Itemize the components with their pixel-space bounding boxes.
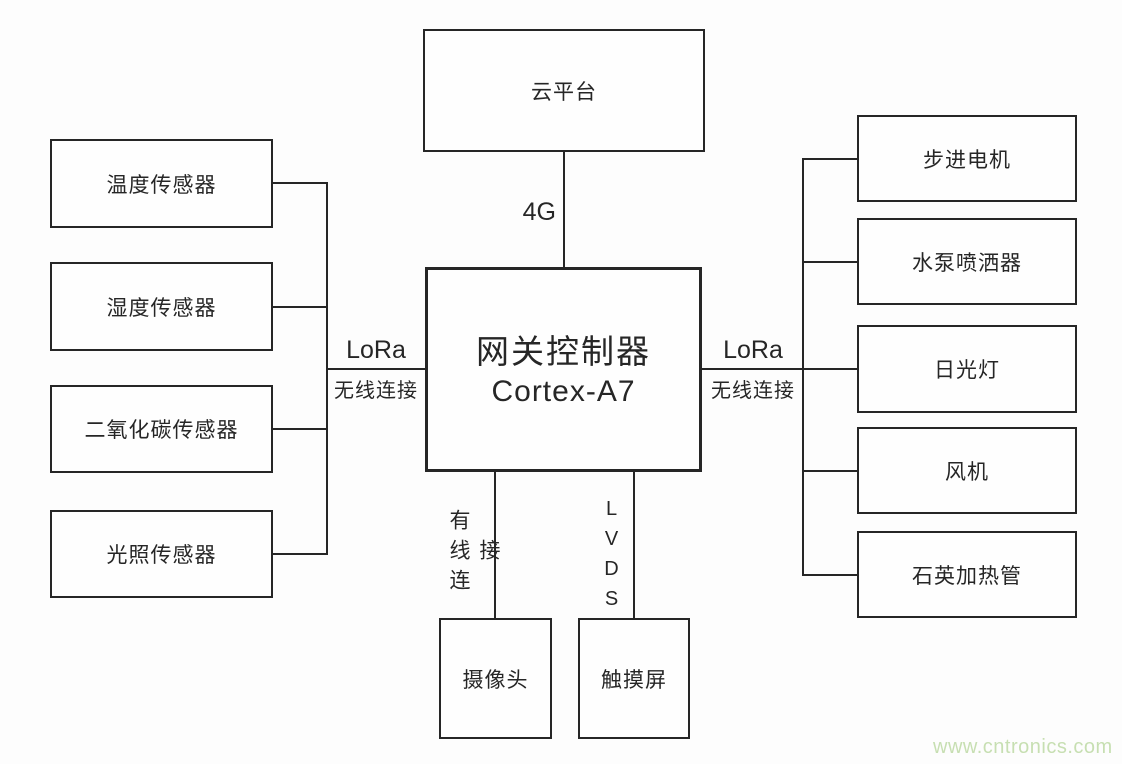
camera-label: 摄像头 — [462, 668, 529, 692]
node-camera: 摄像头 — [439, 618, 552, 739]
node-stepper-motor: 步进电机 — [857, 115, 1077, 202]
connector-stub-co2 — [273, 428, 327, 430]
connector-stub-pump — [802, 261, 858, 263]
label-wireless-right: 无线连接 — [711, 379, 795, 402]
connector-stub-heater — [802, 574, 858, 576]
node-water-pump-sprayer: 水泵喷洒器 — [857, 218, 1077, 305]
fluorescent-lamp-label: 日光灯 — [934, 359, 1000, 382]
node-quartz-heater: 石英加热管 — [857, 531, 1077, 618]
node-cloud-platform: 云平台 — [423, 29, 705, 152]
connector-right-gateway — [702, 368, 804, 370]
node-humidity-sensor: 湿度传感器 — [50, 262, 273, 351]
light-sensor-label: 光照传感器 — [106, 544, 217, 567]
humidity-sensor-label: 湿度传感器 — [106, 296, 217, 320]
connector-stub-humidity — [273, 306, 327, 308]
node-gateway-controller: 网关控制器 Cortex-A7 — [425, 267, 702, 472]
connector-stub-fan — [802, 470, 858, 472]
fan-label: 风机 — [945, 460, 989, 484]
watermark-text: www.cntronics.com — [933, 736, 1113, 758]
quartz-heater-label: 石英加热管 — [912, 564, 1022, 588]
gateway-title: 网关控制器 — [476, 333, 651, 371]
water-pump-sprayer-label: 水泵喷洒器 — [912, 251, 1022, 275]
connector-left-gateway — [326, 368, 426, 370]
node-fluorescent-lamp: 日光灯 — [857, 325, 1077, 413]
node-temperature-sensor: 温度传感器 — [50, 139, 273, 228]
connector-gateway-touchscreen — [633, 472, 635, 618]
connector-stub-lamp — [802, 368, 858, 370]
connector-right-bus — [802, 158, 804, 576]
cloud-platform-label: 云平台 — [531, 80, 597, 104]
connector-stub-stepper — [802, 158, 858, 160]
connector-stub-temp — [273, 182, 327, 184]
label-wired-connection: 有线连接 — [447, 509, 500, 599]
node-co2-sensor: 二氧化碳传感器 — [50, 385, 273, 473]
gateway-subtitle: Cortex-A7 — [491, 374, 636, 408]
label-4g: 4G — [522, 198, 556, 226]
label-lvds: LVDS — [600, 498, 623, 618]
connector-cloud-gateway — [563, 152, 565, 267]
node-light-sensor: 光照传感器 — [50, 510, 273, 598]
touchscreen-label: 触摸屏 — [601, 668, 667, 692]
label-wireless-left: 无线连接 — [334, 379, 418, 402]
temperature-sensor-label: 温度传感器 — [106, 173, 217, 197]
stepper-motor-label: 步进电机 — [923, 148, 1011, 172]
co2-sensor-label: 二氧化碳传感器 — [84, 419, 239, 442]
label-lora-left: LoRa — [346, 335, 406, 364]
connector-gateway-camera — [494, 472, 496, 618]
node-touchscreen: 触摸屏 — [578, 618, 690, 739]
connector-stub-light — [273, 553, 327, 555]
label-lora-right: LoRa — [723, 335, 783, 364]
node-fan: 风机 — [857, 427, 1077, 514]
